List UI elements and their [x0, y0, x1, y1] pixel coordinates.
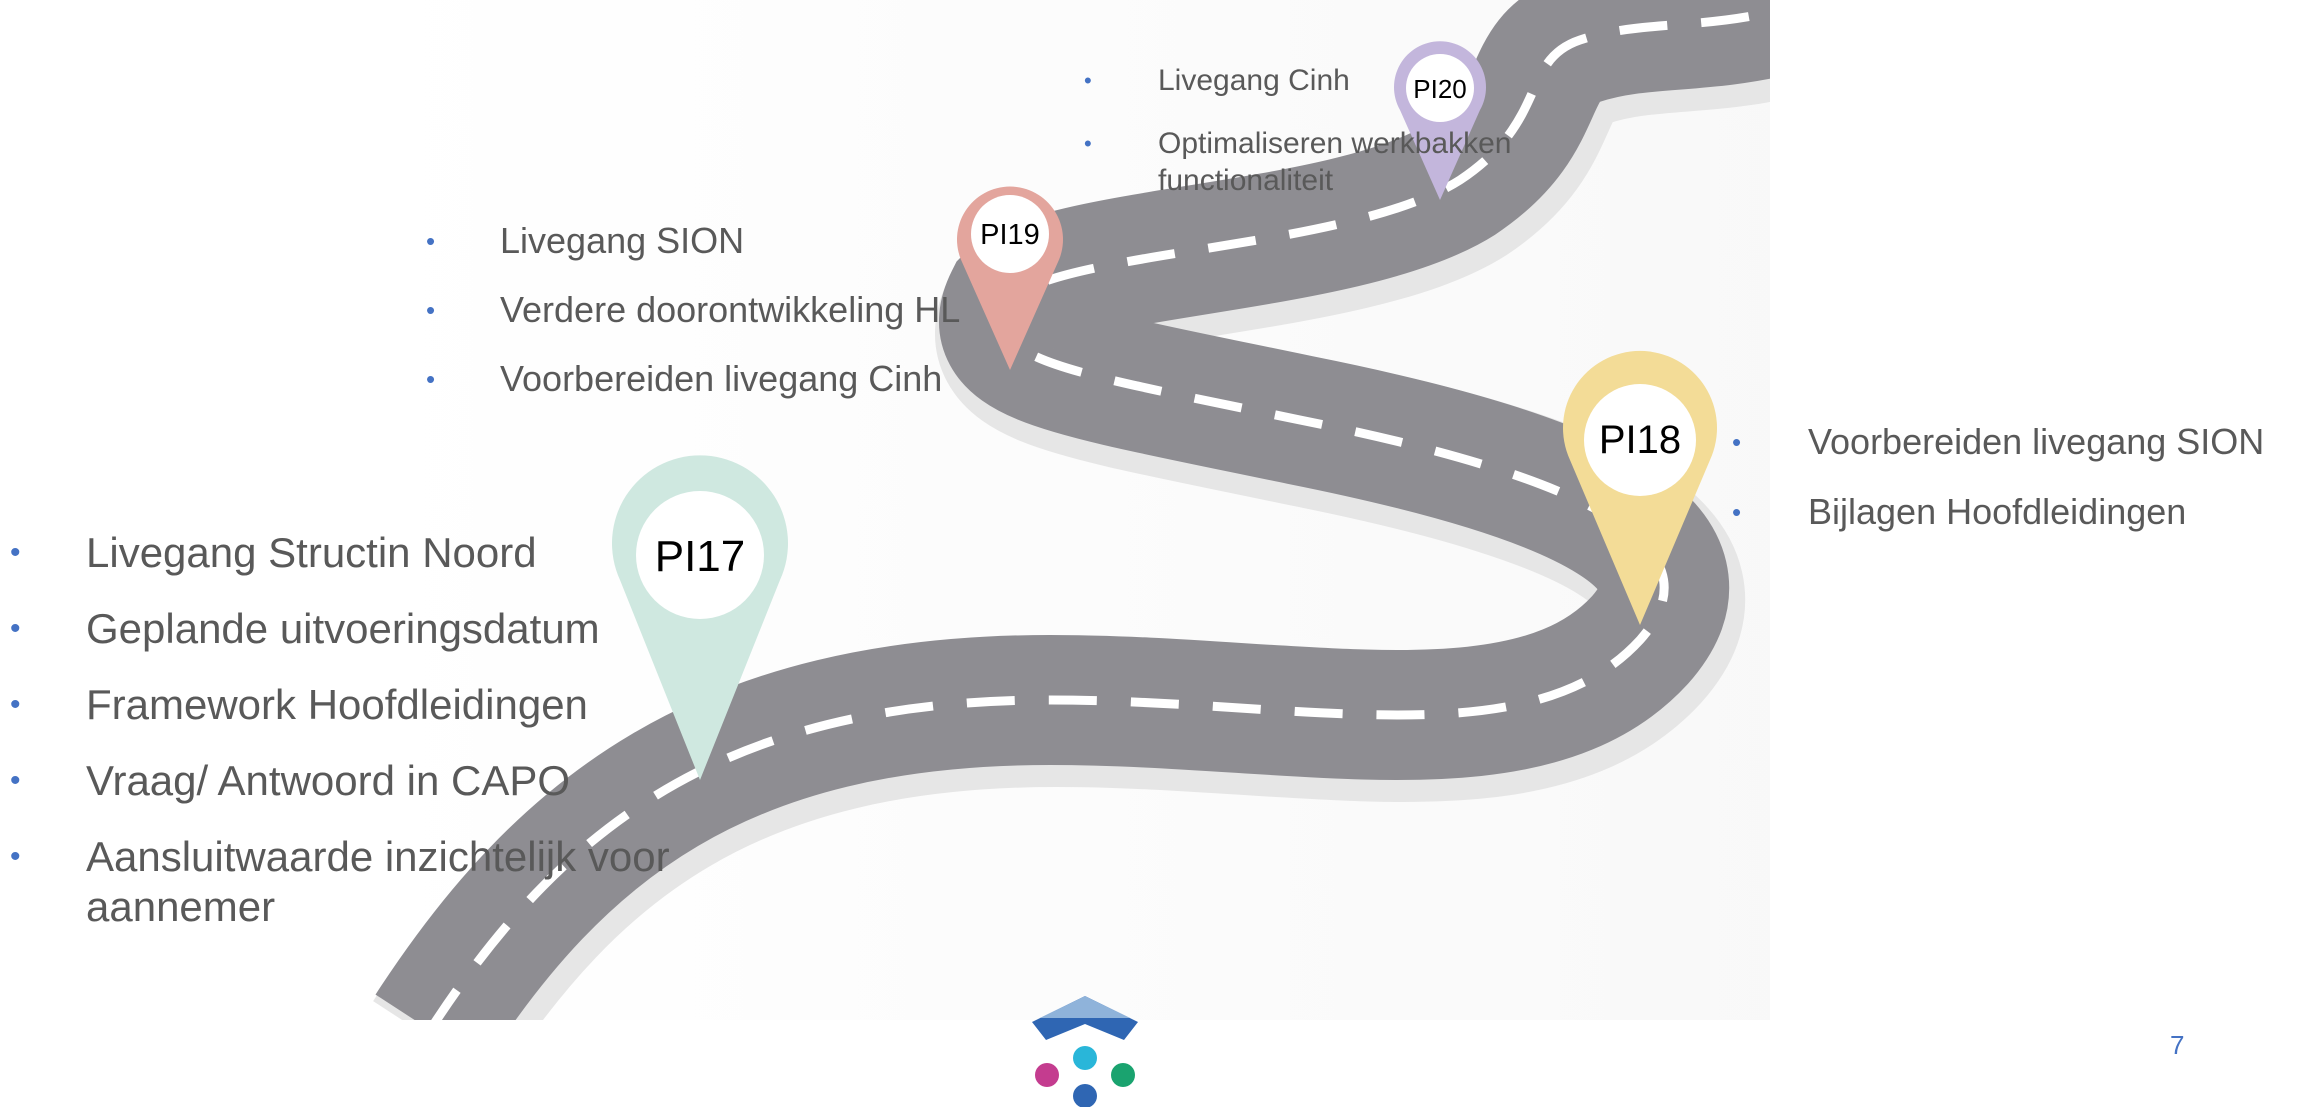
bullet: •	[10, 840, 21, 873]
pin-label-pi19: PI19	[980, 219, 1040, 251]
pin-label-pi17: PI17	[654, 532, 746, 581]
list-item: • Livegang Structin Noord	[10, 529, 537, 576]
bullet: •	[10, 688, 21, 721]
list-item: • Geplande uitvoeringsdatum	[10, 605, 600, 652]
pin-pi20	[1393, 41, 1487, 200]
bullet: •	[1084, 131, 1092, 156]
list-item: • Verdere doorontwikkeling HL	[426, 289, 961, 330]
road-center-line	[426, 5, 1782, 1033]
slide-number: 7	[2170, 1030, 2185, 1060]
list-item: • Livegang SION	[426, 220, 745, 261]
list-item: • Aansluitwaarde inzichtelijk voor aanne…	[10, 833, 670, 930]
list-item: • Framework Hoofdleidingen	[10, 681, 588, 728]
list-item: • Optimaliseren werkbakken functionalite…	[1084, 127, 1512, 197]
pin-label-pi18: PI18	[1598, 418, 1682, 462]
company-logo	[1032, 996, 1138, 1107]
bullet: •	[426, 295, 436, 325]
pi18-items: • Voorbereiden livegang SION • Bijlagen …	[1730, 420, 2290, 534]
bullet: •	[426, 364, 436, 394]
bullet: •	[1732, 497, 1742, 527]
list-item: • Bijlagen Hoofdleidingen	[1732, 491, 2187, 532]
bullet: •	[1732, 427, 1742, 457]
pin-pi19	[957, 186, 1063, 370]
pi19-items: • Livegang SION • Verdere doorontwikkeli…	[420, 219, 960, 401]
list-item: • Vraag/ Antwoord in CAPO	[10, 757, 571, 804]
bullet: •	[10, 536, 21, 569]
pin-label-pi20: PI20	[1413, 74, 1467, 104]
pin-pi17	[612, 455, 788, 780]
list-item: • Voorbereiden livegang SION	[1732, 421, 2265, 462]
list-item: • Livegang Cinh	[1084, 64, 1350, 97]
bullet: •	[1084, 68, 1092, 93]
bullet: •	[10, 764, 21, 797]
pi17-items: • Livegang Structin Noord • Geplande uit…	[0, 528, 726, 932]
bullet: •	[426, 226, 436, 256]
bullet: •	[10, 612, 21, 645]
list-item: • Voorbereiden livegang Cinh	[426, 358, 943, 399]
pi20-items: • Livegang Cinh • Optimaliseren werkbakk…	[1080, 62, 1538, 199]
pin-pi18	[1563, 350, 1717, 625]
